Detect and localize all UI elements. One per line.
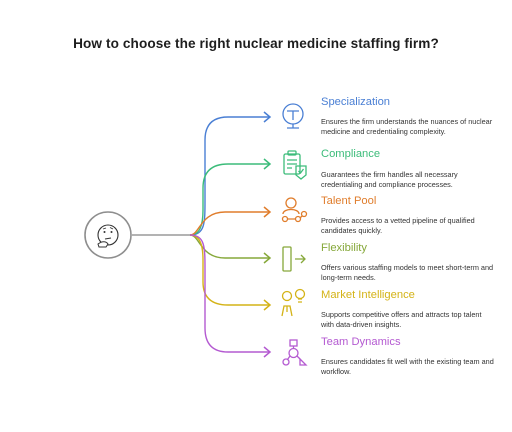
magnifier-icon (282, 103, 304, 129)
thinking-face-icon (84, 211, 132, 259)
arrowhead-flexibility (263, 252, 272, 264)
branch-talent-pool (189, 211, 270, 236)
insight-people-icon (281, 288, 306, 317)
item-title-specialization: Specialization (321, 96, 391, 108)
team-network-icon (282, 339, 308, 366)
arrowhead-market-intelligence (263, 299, 272, 311)
item-desc-market-intelligence: Supports competitive offers and attracts… (321, 310, 482, 329)
item-title-market-intelligence: Market Intelligence (321, 289, 415, 301)
item-desc-team-dynamics: Ensures candidates fit well with the exi… (321, 357, 494, 376)
item-desc-flexibility: Offers various staffing models to meet s… (321, 263, 494, 282)
arrowhead-specialization (263, 111, 272, 123)
item-title-talent-pool: Talent Pool (321, 195, 377, 207)
item-title-compliance: Compliance (321, 148, 381, 160)
arrowhead-team-dynamics (263, 346, 272, 358)
arrowhead-talent-pool (263, 206, 272, 218)
branch-team-dynamics (189, 234, 270, 353)
item-desc-specialization: Ensures the firm understands the nuances… (321, 117, 493, 136)
branch-compliance (189, 163, 270, 236)
arrowhead-compliance (263, 158, 272, 170)
flexible-bar-icon (282, 246, 306, 272)
branch-specialization (189, 116, 270, 236)
checklist-icon (283, 150, 307, 180)
item-title-team-dynamics: Team Dynamics (321, 336, 401, 348)
item-desc-compliance: Guarantees the firm handles all necessar… (321, 170, 458, 189)
item-desc-talent-pool: Provides access to a vetted pipeline of … (321, 216, 475, 235)
branch-market-intelligence (189, 234, 270, 306)
candidates-network-icon (281, 197, 308, 223)
page-title: How to choose the right nuclear medicine… (73, 36, 439, 51)
item-title-flexibility: Flexibility (321, 242, 368, 254)
